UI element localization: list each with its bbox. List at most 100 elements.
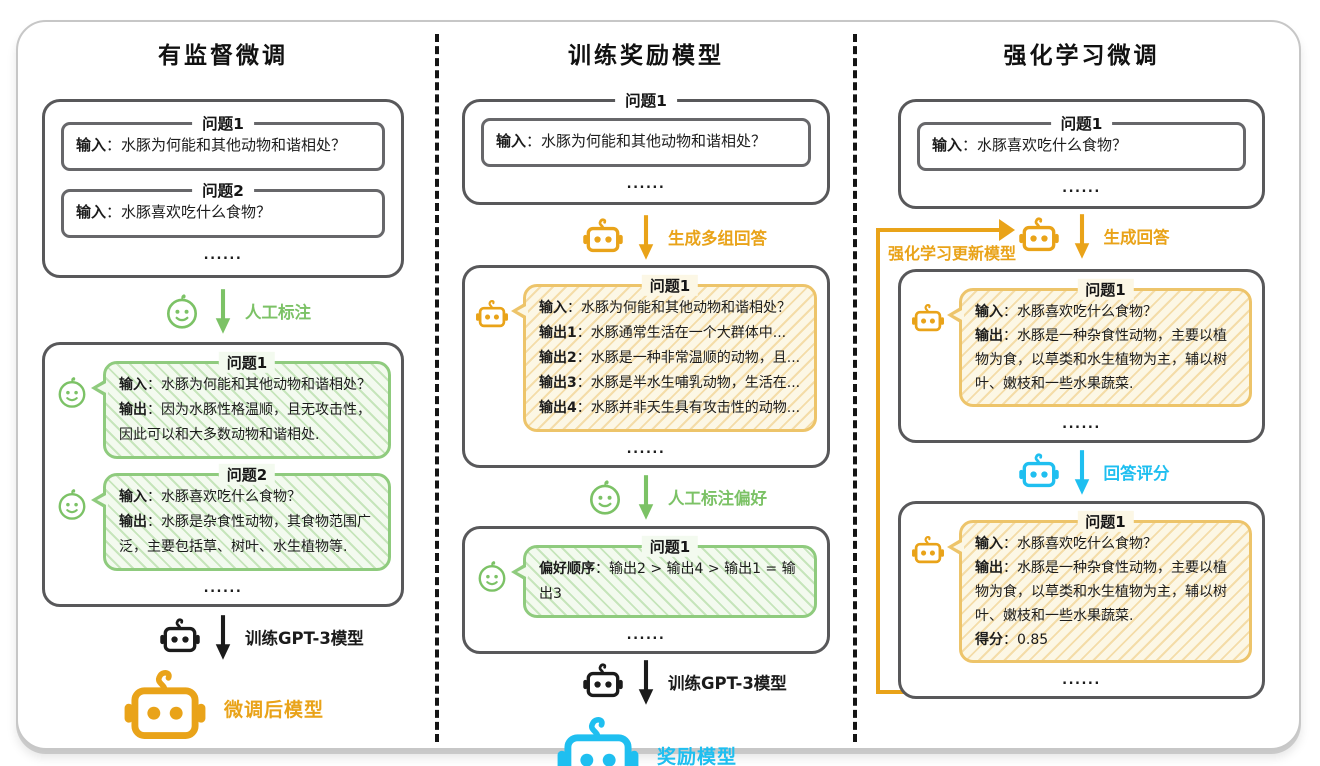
- question-box: 问题2 输入：水豚喜欢吃什么食物？: [61, 179, 385, 238]
- robot-icon: [122, 665, 208, 751]
- step-label: 生成回答: [1103, 228, 1170, 247]
- question-title: 问题2: [192, 179, 254, 202]
- smiley-icon: [163, 292, 201, 330]
- ellipsis: ......: [203, 248, 243, 263]
- step-train-gpt3: 训练GPT-3模型: [42, 611, 404, 663]
- answer-bubble: 问题1 输入：水豚喜欢吃什么食物？ 输出：水豚是一种杂食性动物，主要以植物为食，…: [947, 278, 1252, 407]
- rl-loop-segment-left: [876, 228, 880, 690]
- ellipsis: ......: [1062, 673, 1101, 688]
- ellipsis: ......: [203, 581, 243, 596]
- rm-answers-box: 问题1 输入：水豚为何能和其他动物和谐相处？ 输出1：水豚通常生活在一个大群体中…: [462, 265, 830, 468]
- ellipsis: ......: [626, 177, 666, 192]
- rl-dataset-box: 问题1 输入：水豚喜欢吃什么食物？ ......: [898, 99, 1265, 209]
- step-generate-answer: 生成回答: [898, 209, 1265, 263]
- bubble-line: 输出：水豚是一种杂食性动物，主要以植物为食，以草类和水生植物为主，辅以树叶、嫩枝…: [975, 328, 1227, 392]
- bubble-line: 输入：水豚喜欢吃什么食物？: [975, 304, 1157, 320]
- model-answers-row: 问题1 输入：水豚为何能和其他动物和谐相处？ 输出1：水豚通常生活在一个大群体中…: [473, 274, 817, 432]
- step-human-annotation: 人工标注: [42, 283, 404, 339]
- question-title: 问题2: [218, 463, 276, 485]
- step-label: 生成多组回答: [668, 229, 767, 248]
- robot-icon: [1017, 215, 1060, 257]
- result-finetuned-model: 微调后模型: [42, 665, 404, 751]
- step-label: 训练GPT-3模型: [668, 674, 787, 693]
- bubble-line: 输出：水豚是一种杂食性动物，主要以植物为食，以草类和水生植物为主，辅以树叶、嫩枝…: [975, 560, 1227, 624]
- step-train-gpt3: 训练GPT-3模型: [462, 656, 830, 708]
- result-label: 微调后模型: [223, 698, 324, 721]
- smiley-icon: [586, 478, 624, 516]
- bubble-line: 偏好顺序：输出2 > 输出4 > 输出1 = 输出3: [539, 561, 796, 602]
- robot-icon: [909, 534, 947, 663]
- rl-loop-arrowhead: [999, 219, 1015, 241]
- smiley-icon: [53, 487, 91, 571]
- ellipsis: ......: [626, 628, 666, 643]
- rl-answer-box: 问题1 输入：水豚喜欢吃什么食物？ 输出：水豚是一种杂食性动物，主要以植物为食，…: [898, 269, 1265, 443]
- bubble-line: 输出2：水豚是一种非常温顺的动物，且...: [539, 350, 801, 366]
- bubble-line: 输入：水豚喜欢吃什么食物？: [119, 489, 301, 505]
- preference-row: 问题1 偏好顺序：输出2 > 输出4 > 输出1 = 输出3: [473, 535, 817, 618]
- question-title: 问题1: [641, 274, 699, 296]
- sft-labeled-box: 问题1 输入：水豚为何能和其他动物和谐相处？ 输出：因为水豚性格温顺，且无攻击性…: [42, 342, 404, 607]
- scored-answer-row: 问题1 输入：水豚喜欢吃什么食物？ 输出：水豚是一种杂食性动物，主要以植物为食，…: [909, 510, 1252, 663]
- model-answer-row: 问题1 输入：水豚喜欢吃什么食物？ 输出：水豚是一种杂食性动物，主要以植物为食，…: [909, 278, 1252, 407]
- result-label: 奖励模型: [656, 745, 737, 766]
- bubble-line: 输入：水豚为何能和其他动物和谐相处？: [539, 300, 791, 316]
- robot-icon: [1017, 451, 1060, 493]
- bubble-line: 输出3：水豚是半水生哺乳动物，生活在...: [539, 375, 801, 391]
- bubble-line: 输出：水豚是杂食性动物，其食物范围广泛，主要包括草、树叶、水生植物等.: [119, 514, 371, 555]
- question-title: 问题1: [218, 351, 276, 373]
- step-generate-answers: 生成多组回答: [462, 209, 830, 265]
- down-arrow-icon: [213, 611, 233, 663]
- answer-bubble: 问题2 输入：水豚喜欢吃什么食物？ 输出：水豚是杂食性动物，其食物范围广泛，主要…: [91, 463, 391, 571]
- robot-icon: [473, 298, 511, 432]
- step-label: 训练GPT-3模型: [245, 629, 364, 648]
- question-box: 问题1 输入：水豚为何能和其他动物和谐相处？: [61, 112, 385, 171]
- column-divider-1: [435, 34, 439, 742]
- answers-bubble: 问题1 输入：水豚为何能和其他动物和谐相处？ 输出1：水豚通常生活在一个大群体中…: [511, 274, 817, 432]
- down-arrow-icon: [636, 656, 656, 708]
- rl-loop-segment-top: [876, 228, 1000, 232]
- robot-icon: [582, 216, 624, 258]
- labeled-answer-row: 问题1 输入：水豚为何能和其他动物和谐相处？ 输出：因为水豚性格温顺，且无攻击性…: [53, 351, 391, 459]
- step-label: 人工标注偏好: [668, 489, 767, 508]
- rl-scored-box: 问题1 输入：水豚喜欢吃什么食物？ 输出：水豚是一种杂食性动物，主要以植物为食，…: [898, 501, 1265, 699]
- down-arrow-icon: [636, 211, 656, 263]
- bubble-line: 输出4：水豚并非天生具有攻击性的动物...: [539, 400, 801, 416]
- preference-bubble: 问题1 偏好顺序：输出2 > 输出4 > 输出1 = 输出3: [511, 535, 817, 618]
- column-reward-model-training: 训练奖励模型 问题1 输入：水豚为何能和其他动物和谐相处？ ...... 生成多…: [462, 30, 830, 766]
- column-rl-finetuning: 强化学习微调 问题1 输入：水豚喜欢吃什么食物？ ...... 生成回答 问题1…: [898, 30, 1265, 699]
- ellipsis: ......: [1062, 417, 1101, 432]
- robot-icon: [555, 712, 641, 766]
- ellipsis: ......: [626, 442, 666, 457]
- question-title: 问题1: [192, 112, 254, 135]
- robot-icon: [909, 302, 947, 407]
- question-title: 问题1: [1050, 112, 1113, 135]
- smiley-icon: [473, 559, 511, 618]
- question-input-line: 输入：水豚喜欢吃什么食物？: [76, 203, 272, 221]
- column-divider-2: [853, 34, 857, 742]
- question-input-line: 输入：水豚喜欢吃什么食物？: [932, 136, 1128, 154]
- sft-dataset-box: 问题1 输入：水豚为何能和其他动物和谐相处？ 问题2 输入：水豚喜欢吃什么食物？…: [42, 99, 404, 278]
- question-box: 问题1 输入：水豚喜欢吃什么食物？: [917, 112, 1246, 171]
- labeled-answer-row: 问题2 输入：水豚喜欢吃什么食物？ 输出：水豚是杂食性动物，其食物范围广泛，主要…: [53, 463, 391, 571]
- down-arrow-icon: [1072, 446, 1092, 498]
- ellipsis: ......: [1062, 181, 1101, 196]
- step-score-answer: 回答评分: [898, 445, 1265, 499]
- robot-icon: [159, 616, 201, 658]
- bubble-line: 输入：水豚喜欢吃什么食物？: [975, 536, 1157, 552]
- step-label: 人工标注: [245, 303, 311, 322]
- question-title: 问题1: [615, 89, 677, 112]
- question-title: 问题1: [1077, 510, 1134, 532]
- bubble-line: 输出：因为水豚性格温顺，且无攻击性，因此可以和大多数动物和谐相处.: [119, 402, 371, 443]
- down-arrow-icon: [1072, 210, 1092, 262]
- question-box: 输入：水豚为何能和其他动物和谐相处？: [481, 118, 811, 167]
- answer-bubble: 问题1 输入：水豚为何能和其他动物和谐相处？ 输出：因为水豚性格温顺，且无攻击性…: [91, 351, 391, 459]
- step-annotate-preference: 人工标注偏好: [462, 470, 830, 524]
- robot-icon: [582, 661, 624, 703]
- question-input-line: 输入：水豚为何能和其他动物和谐相处？: [496, 132, 767, 150]
- scored-answer-bubble: 问题1 输入：水豚喜欢吃什么食物？ 输出：水豚是一种杂食性动物，主要以植物为食，…: [947, 510, 1252, 663]
- rm-dataset-box: 问题1 输入：水豚为何能和其他动物和谐相处？ ......: [462, 89, 830, 205]
- question-input-line: 输入：水豚为何能和其他动物和谐相处？: [76, 136, 347, 154]
- column-title: 有监督微调: [158, 43, 288, 69]
- column-title: 训练奖励模型: [568, 43, 724, 69]
